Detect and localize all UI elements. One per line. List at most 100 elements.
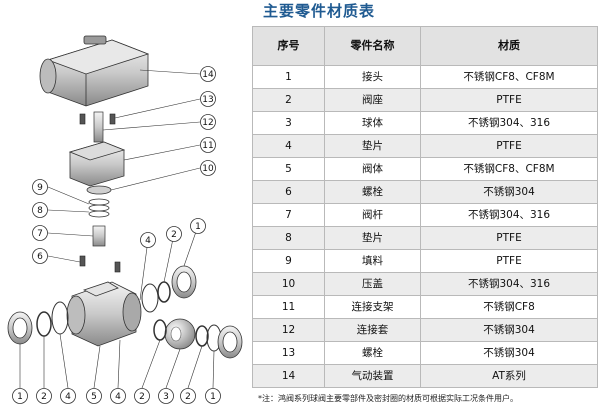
row-number: 10 — [252, 272, 325, 296]
callout-4-bottom-left: 4 — [60, 388, 76, 404]
row-material: 不锈钢304 — [420, 341, 598, 365]
callout-6: 6 — [32, 248, 48, 264]
row-part-name: 垫片 — [324, 226, 421, 250]
svg-text:7: 7 — [37, 229, 43, 239]
row-part-name: 阀杆 — [324, 203, 421, 227]
svg-text:12: 12 — [202, 118, 213, 128]
svg-text:11: 11 — [202, 141, 213, 151]
callout-2-bottom-right: 2 — [180, 388, 196, 404]
row-material: PTFE — [420, 88, 598, 112]
row-part-name: 压盖 — [324, 272, 421, 296]
row-material: 不锈钢304 — [420, 318, 598, 342]
svg-text:1: 1 — [195, 222, 201, 232]
callout-9: 9 — [32, 179, 48, 195]
exploded-view-diagram: 14 13 12 11 10 9 8 7 6 4 2 1 1 2 3 2 4 5… — [0, 0, 252, 418]
svg-text:14: 14 — [202, 70, 214, 80]
row-part-name: 填料 — [324, 249, 421, 273]
svg-text:2: 2 — [41, 392, 47, 402]
callout-5-bottom: 5 — [86, 388, 102, 404]
row-material: 不锈钢CF8、CF8M — [420, 65, 598, 89]
coupling-sleeve — [93, 111, 104, 143]
callout-11: 11 — [200, 137, 216, 153]
svg-text:5: 5 — [91, 392, 97, 402]
svg-text:4: 4 — [145, 236, 151, 246]
svg-text:6: 6 — [37, 252, 43, 262]
row-material: 不锈钢304、316 — [420, 111, 598, 135]
row-material: PTFE — [420, 226, 598, 250]
row-part-name: 球体 — [324, 111, 421, 135]
svg-text:13: 13 — [202, 95, 213, 105]
top-bolts — [79, 113, 116, 125]
upper-right-seat — [157, 281, 171, 303]
callout-1-bottom-left: 1 — [12, 388, 28, 404]
row-material: 不锈钢304、316 — [420, 203, 598, 227]
body-bolts — [79, 255, 121, 273]
left-gasket — [51, 301, 69, 335]
table-title: 主要零件材质表 — [263, 2, 376, 20]
callout-12: 12 — [200, 114, 216, 130]
svg-text:2: 2 — [185, 392, 191, 402]
callout-7: 7 — [32, 225, 48, 241]
callout-1-bottom-right: 1 — [205, 388, 221, 404]
svg-text:2: 2 — [171, 230, 177, 240]
svg-text:2: 2 — [139, 392, 145, 402]
leader-lines — [19, 69, 215, 389]
stem-packing-set — [86, 185, 112, 218]
row-part-name: 螺栓 — [324, 341, 421, 365]
callout-4-upper: 4 — [140, 232, 156, 248]
row-number: 9 — [252, 249, 325, 273]
row-number: 7 — [252, 203, 325, 227]
row-material: 不锈钢CF8、CF8M — [420, 157, 598, 181]
row-part-name: 阀座 — [324, 88, 421, 112]
upper-right-gasket — [141, 283, 159, 313]
row-number: 13 — [252, 341, 325, 365]
lower-right-connector — [217, 325, 243, 359]
svg-text:1: 1 — [17, 392, 23, 402]
callout-10: 10 — [200, 160, 216, 176]
svg-text:4: 4 — [65, 392, 71, 402]
row-part-name: 接头 — [324, 65, 421, 89]
valve-ball — [164, 318, 196, 350]
pneumatic-actuator — [39, 35, 150, 107]
callout-4-bottom-mid: 4 — [110, 388, 126, 404]
row-number: 5 — [252, 157, 325, 181]
row-part-name: 连接套 — [324, 318, 421, 342]
callout-14: 14 — [200, 66, 216, 82]
row-part-name: 垫片 — [324, 134, 421, 158]
left-end-connector — [7, 311, 33, 345]
row-material: PTFE — [420, 249, 598, 273]
row-number: 8 — [252, 226, 325, 250]
row-material: 不锈钢CF8 — [420, 295, 598, 319]
row-number: 2 — [252, 88, 325, 112]
row-number: 11 — [252, 295, 325, 319]
svg-text:4: 4 — [115, 392, 121, 402]
column-header-material: 材质 — [420, 26, 598, 66]
row-material: 不锈钢304、316 — [420, 272, 598, 296]
column-header-part-name: 零件名称 — [324, 26, 421, 66]
lower-right-seat — [195, 325, 209, 347]
row-number: 4 — [252, 134, 325, 158]
row-part-name: 阀体 — [324, 157, 421, 181]
row-part-name: 气动装置 — [324, 364, 421, 388]
column-header-number: 序号 — [252, 26, 325, 66]
footnote: *注：鸿阀系列球阀主要零部件及密封圈的材质可根据实际工况条件用户。 — [258, 394, 518, 403]
svg-text:8: 8 — [37, 206, 43, 216]
callout-13: 13 — [200, 91, 216, 107]
row-part-name: 连接支架 — [324, 295, 421, 319]
row-number: 12 — [252, 318, 325, 342]
lower-seat — [153, 319, 167, 341]
callout-2-bottom-mid: 2 — [134, 388, 150, 404]
